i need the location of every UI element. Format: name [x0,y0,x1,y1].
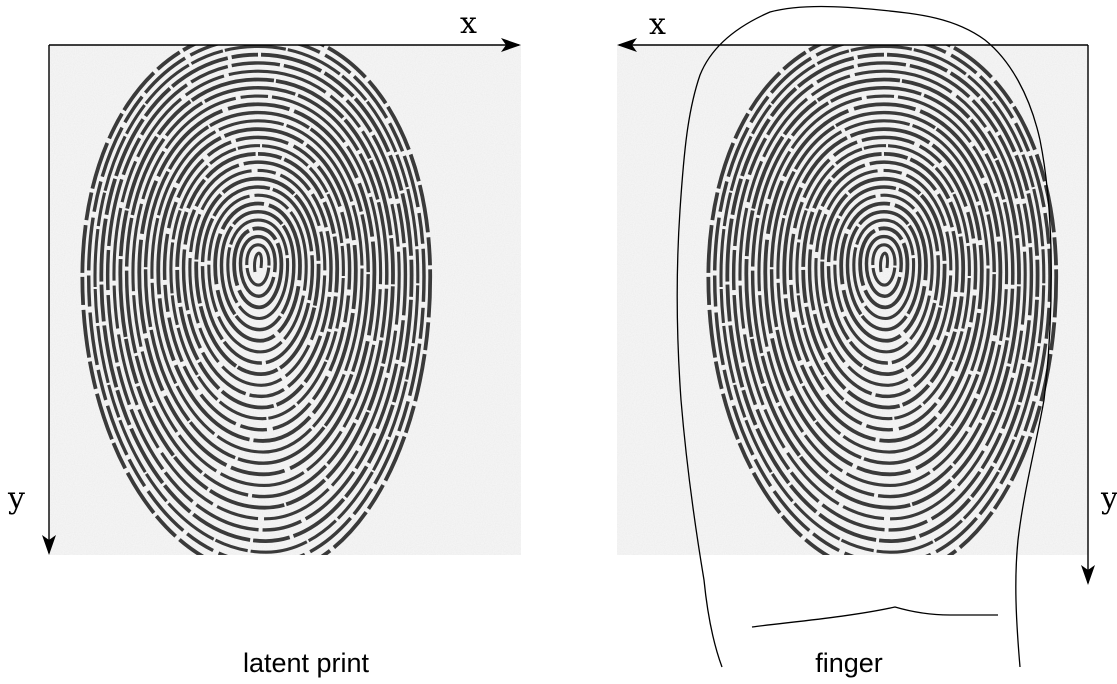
finger-y-axis-label: y [1100,481,1117,516]
finger-panel: x y finger [617,7,1117,679]
latent-print-caption: latent print [243,648,370,678]
latent-print-panel: x y latent print [7,6,521,678]
latent-y-axis-label: y [7,481,25,516]
finger-x-axis-label: x [649,7,666,42]
finger-joint-crease [752,607,998,627]
latent-x-axis-label: x [460,6,477,41]
finger-caption: finger [815,648,883,678]
